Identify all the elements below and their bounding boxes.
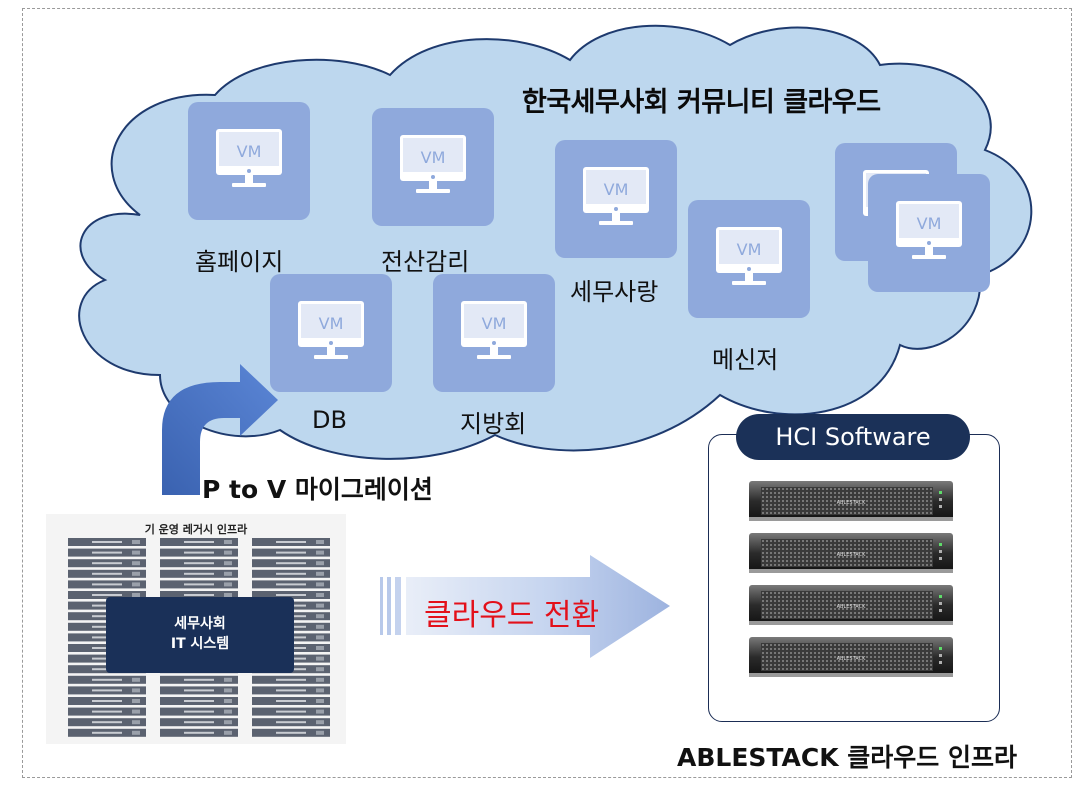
hci-server-unit: ABLESTACK (749, 637, 953, 677)
legacy-system-line2: IT 시스템 (170, 636, 230, 652)
rack-unit (68, 728, 146, 737)
hci-server-unit: ABLESTACK (749, 533, 953, 573)
vm-label-sewusarang: 세무사랑 (570, 278, 659, 306)
vm-card-db: VM (270, 274, 392, 392)
rack-unit (252, 697, 330, 705)
rack-unit (160, 538, 238, 546)
rack-unit (68, 548, 146, 557)
vm-card-stack-front: VM (868, 174, 990, 292)
server-brand: ABLESTACK (837, 552, 866, 558)
vm-label-homepage: 홈페이지 (195, 248, 284, 276)
vm-label-branch: 지방회 (460, 410, 527, 438)
rack-unit (252, 728, 330, 737)
rack-unit (160, 686, 238, 695)
rack-unit (68, 559, 146, 568)
migration-label: P to V 마이그레이션 (202, 475, 433, 504)
transition-arrow (380, 555, 670, 658)
rack-unit (252, 707, 330, 716)
monitor-icon: VM (583, 167, 649, 225)
server-brand: ABLESTACK (837, 656, 866, 662)
vm-card-messenger: VM (688, 200, 810, 318)
diagram-frame (22, 8, 1072, 778)
rack-unit (68, 591, 146, 599)
rack-unit (68, 707, 146, 716)
rack-unit (68, 675, 146, 684)
server-brand: ABLESTACK (837, 604, 866, 610)
ablestack-footer: ABLESTACK 클라우드 인프라 (677, 743, 1018, 772)
hci-server-unit: ABLESTACK (749, 481, 953, 521)
vm-badge: VM (604, 180, 629, 199)
vm-label-audit: 전산감리 (381, 248, 470, 276)
rack-unit (160, 591, 238, 599)
cloud-title: 한국세무사회 커뮤니티 클라우드 (522, 87, 881, 118)
legacy-system-box: 세무사회 IT 시스템 (106, 597, 294, 673)
rack-unit (160, 548, 238, 557)
monitor-icon: VM (461, 301, 527, 359)
monitor-icon: VM (896, 201, 962, 259)
rack-unit (252, 591, 330, 599)
rack-unit (252, 686, 330, 695)
rack-unit (160, 697, 238, 705)
rack-unit (68, 569, 146, 578)
rack-unit (252, 580, 330, 589)
rack-unit (252, 718, 330, 727)
vm-badge: VM (319, 314, 344, 333)
hci-server-unit: ABLESTACK (749, 585, 953, 625)
hci-box: ABLESTACK ABLESTACK ABLESTACK ABLESTACK (708, 434, 1000, 722)
monitor-icon: VM (216, 129, 282, 187)
vm-label-db: DB (312, 406, 347, 434)
vm-card-homepage: VM (188, 102, 310, 220)
vm-card-sewusarang: VM (555, 140, 677, 258)
rack-unit (252, 559, 330, 568)
rack-unit (68, 580, 146, 589)
legacy-system-line1: 세무사회 (174, 616, 226, 632)
rack-unit (68, 718, 146, 727)
legacy-infra-panel: 기 운영 레거시 인프라 세무사회 IT 시스템 (46, 514, 346, 744)
monitor-icon: VM (716, 227, 782, 285)
vm-badge: VM (737, 240, 762, 259)
rack-unit (252, 548, 330, 557)
rack-unit (68, 538, 146, 546)
vm-badge: VM (917, 214, 942, 233)
rack-unit (252, 569, 330, 578)
monitor-icon: VM (298, 301, 364, 359)
vm-badge: VM (237, 142, 262, 161)
rack-unit (160, 675, 238, 684)
hci-badge: HCI Software (736, 414, 970, 460)
vm-card-branch: VM (433, 274, 555, 392)
vm-label-messenger: 메신저 (712, 346, 779, 374)
rack-unit (252, 538, 330, 546)
rack-unit (160, 580, 238, 589)
monitor-icon: VM (400, 135, 466, 193)
vm-badge: VM (482, 314, 507, 333)
rack-unit (160, 569, 238, 578)
rack-unit (252, 675, 330, 684)
hci-server-stack: ABLESTACK ABLESTACK ABLESTACK ABLESTACK (749, 481, 953, 677)
rack-unit (160, 718, 238, 727)
vm-card-audit: VM (372, 108, 494, 226)
transition-label: 클라우드 전환 (424, 598, 600, 633)
rack-unit (160, 559, 238, 568)
rack-unit (160, 707, 238, 716)
vm-badge: VM (421, 148, 446, 167)
legacy-title: 기 운영 레거시 인프라 (144, 523, 248, 536)
rack-unit (68, 697, 146, 705)
rack-unit (160, 728, 238, 737)
migration-arrow (162, 364, 278, 495)
rack-unit (68, 686, 146, 695)
server-brand: ABLESTACK (837, 500, 866, 506)
